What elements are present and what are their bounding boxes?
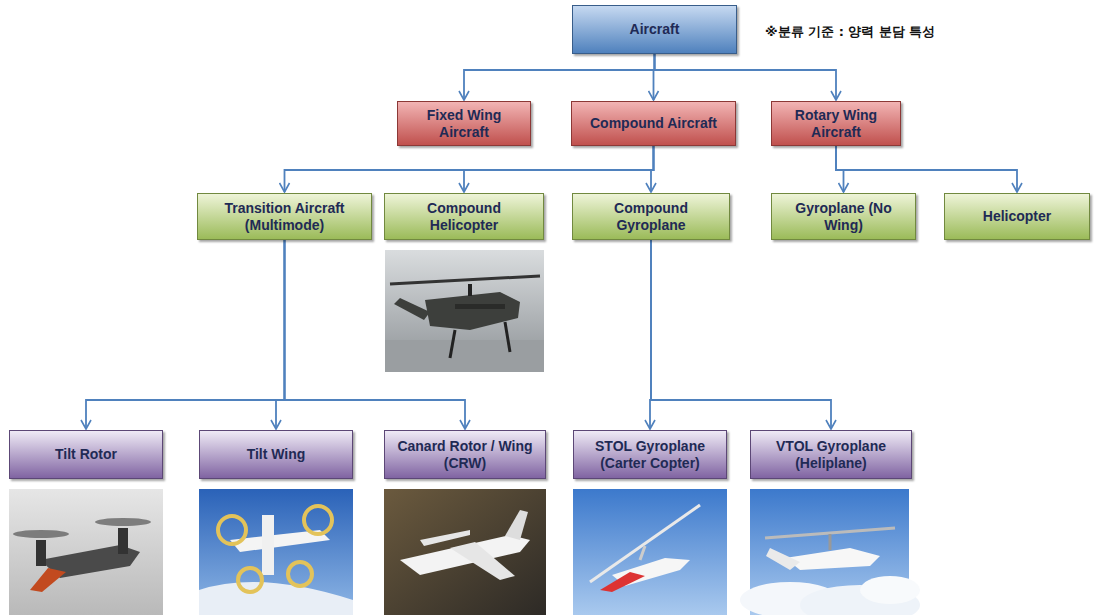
box-label: Compound Helicopter bbox=[393, 200, 535, 232]
category-box: Gyroplane (No Wing) bbox=[771, 193, 916, 240]
box-label: Transition Aircraft (Multimode) bbox=[206, 200, 363, 232]
tree-connector bbox=[651, 146, 654, 192]
tree-connector bbox=[464, 146, 654, 192]
box-label: Tilt Rotor bbox=[55, 446, 117, 462]
classification-note: ※분류 기준 : 양력 분담 특성 bbox=[765, 23, 935, 41]
box-label: Aircraft bbox=[630, 21, 680, 37]
box-label: Compound Aircraft bbox=[590, 115, 717, 131]
box-label: Rotary Wing Aircraft bbox=[780, 107, 892, 139]
box-label: Canard Rotor / Wing (CRW) bbox=[393, 438, 537, 470]
box-label: Helicopter bbox=[983, 208, 1051, 224]
category-box: Rotary Wing Aircraft bbox=[771, 101, 901, 146]
tilt-rotor-photo bbox=[9, 489, 163, 615]
crw-photo bbox=[384, 489, 546, 615]
category-box: Tilt Rotor bbox=[9, 430, 163, 479]
category-box: Compound Aircraft bbox=[571, 101, 736, 146]
stol-gyroplane-photo bbox=[573, 489, 727, 615]
box-label: Fixed Wing Aircraft bbox=[406, 107, 522, 139]
box-label: STOL Gyroplane (Carter Copter) bbox=[582, 438, 718, 470]
category-box: VTOL Gyroplane (Heliplane) bbox=[750, 430, 912, 479]
category-box: Canard Rotor / Wing (CRW) bbox=[384, 430, 546, 479]
category-box: Compound Gyroplane bbox=[572, 193, 730, 240]
box-label: Tilt Wing bbox=[247, 446, 306, 462]
vtol-gyroplane-photo bbox=[740, 489, 920, 615]
tree-connector bbox=[655, 54, 837, 100]
box-label: Compound Gyroplane bbox=[581, 200, 721, 232]
category-box: Fixed Wing Aircraft bbox=[397, 101, 531, 146]
category-box: Tilt Wing bbox=[199, 430, 353, 479]
tree-connector bbox=[464, 54, 655, 100]
tilt-wing-photo bbox=[199, 489, 353, 615]
category-box: Helicopter bbox=[944, 193, 1090, 240]
category-box: Compound Helicopter bbox=[384, 193, 544, 240]
tree-connector bbox=[836, 146, 844, 192]
tree-connector bbox=[276, 240, 285, 429]
tree-connector bbox=[836, 146, 1017, 192]
category-box: STOL Gyroplane (Carter Copter) bbox=[573, 430, 727, 479]
category-box: Transition Aircraft (Multimode) bbox=[197, 193, 372, 240]
box-label: Gyroplane (No Wing) bbox=[780, 200, 907, 232]
compound-helicopter-photo bbox=[385, 250, 544, 372]
tree-connector bbox=[86, 240, 285, 429]
tree-connector bbox=[285, 240, 466, 429]
tree-connector bbox=[651, 240, 831, 429]
category-box: Aircraft bbox=[572, 5, 737, 54]
tree-connector bbox=[285, 146, 654, 192]
box-label: VTOL Gyroplane (Heliplane) bbox=[759, 438, 903, 470]
